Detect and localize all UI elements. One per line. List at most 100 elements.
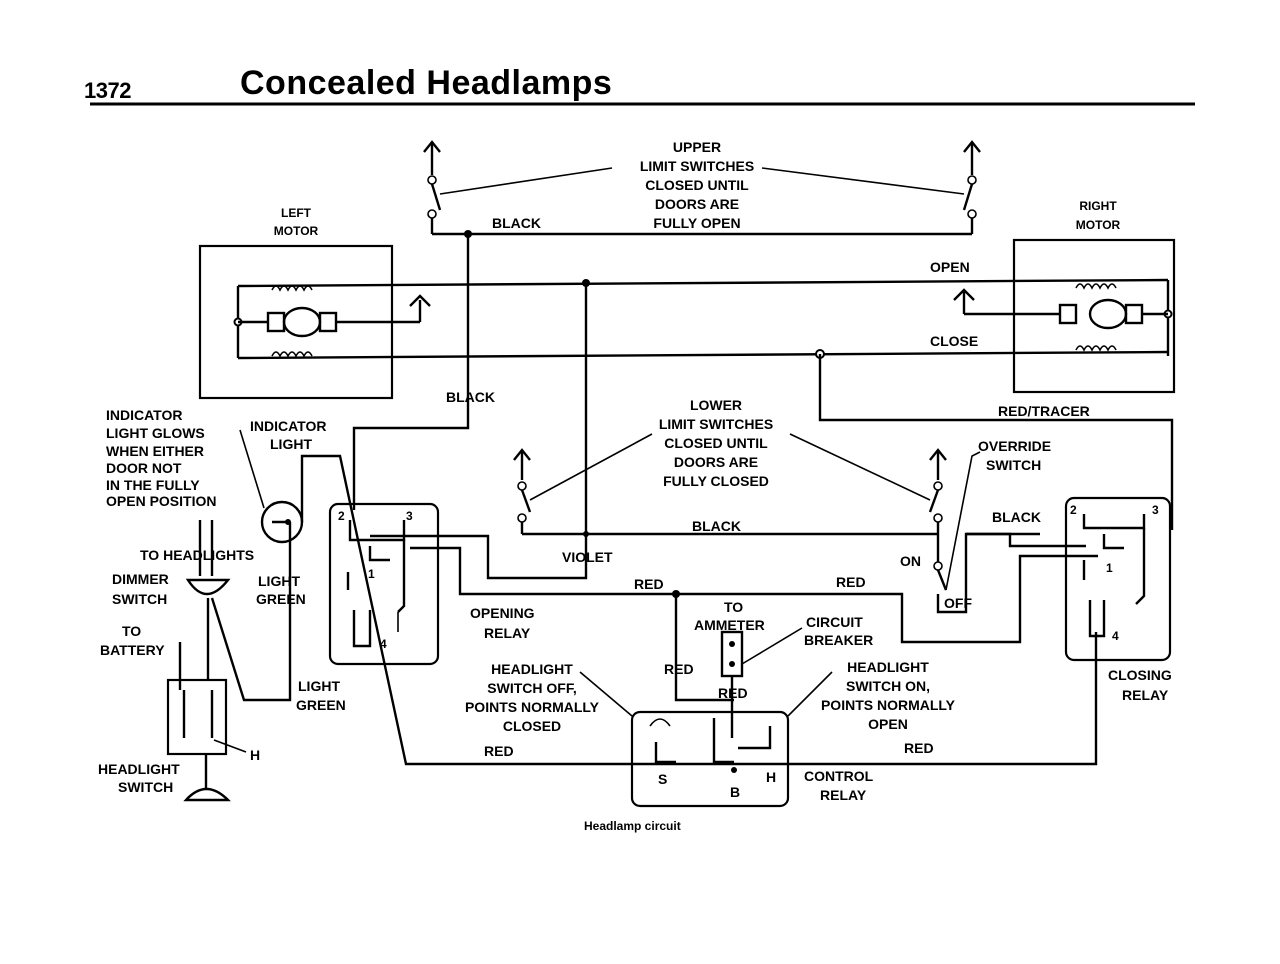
right-motor-box bbox=[1012, 238, 1176, 394]
on-label: ON bbox=[900, 553, 921, 569]
indicator-light-line-2: LIGHT bbox=[270, 436, 312, 452]
red-tracer-wire bbox=[818, 354, 1174, 530]
opening-relay-term-4: 4 bbox=[380, 637, 387, 651]
headlight-switch-line-1: HEADLIGHT bbox=[98, 761, 180, 777]
black-mid-label: BLACK bbox=[446, 389, 495, 405]
page-number: 1372 bbox=[84, 78, 131, 103]
black-top-label: BLACK bbox=[492, 215, 541, 231]
indicator-note-line-6: OPEN POSITION bbox=[106, 493, 216, 509]
indicator-light-line-1: INDICATOR bbox=[250, 418, 326, 434]
black-wire-vertical bbox=[352, 234, 470, 510]
page-title: Concealed Headlamps bbox=[240, 64, 613, 102]
circuit-breaker bbox=[720, 630, 744, 738]
to-battery-line-2: BATTERY bbox=[100, 642, 165, 658]
red-tracer-label: RED/TRACER bbox=[998, 403, 1090, 419]
lower-limit-label: LOWER LIMIT SWITCHES CLOSED UNTIL DOORS … bbox=[659, 397, 773, 489]
diagram-caption: Headlamp circuit bbox=[584, 819, 681, 833]
headlight-on-leader bbox=[787, 671, 833, 717]
indicator-light bbox=[260, 500, 304, 544]
close-wire bbox=[237, 350, 1169, 360]
lower-left-limit-switch bbox=[513, 448, 532, 534]
dimmer-switch-line-2: SWITCH bbox=[112, 591, 167, 607]
upper-limit-line-4: DOORS ARE bbox=[655, 196, 739, 212]
headlight-on-line-2: SWITCH ON, bbox=[846, 678, 930, 694]
light-green-bottom-line-2: GREEN bbox=[296, 697, 346, 713]
closing-relay-line-2: RELAY bbox=[1122, 687, 1169, 703]
headlight-off-line-1: HEADLIGHT bbox=[491, 661, 573, 677]
indicator-leader bbox=[239, 429, 265, 509]
breaker-leader bbox=[741, 627, 803, 665]
light-green-top-line-1: LIGHT bbox=[258, 573, 300, 589]
left-motor bbox=[233, 285, 431, 358]
upper-label-leader-left bbox=[439, 167, 613, 195]
red-label-5: RED bbox=[484, 743, 514, 759]
indicator-note-line-4: DOOR NOT bbox=[106, 460, 182, 476]
closing-relay-term-1: 1 bbox=[1106, 561, 1113, 575]
junction-lower bbox=[583, 531, 589, 537]
headlight-switch-box bbox=[166, 678, 228, 756]
left-motor-line-2: MOTOR bbox=[274, 224, 319, 238]
headlight-on-line-3: POINTS NORMALLY bbox=[821, 697, 956, 713]
upper-label-leader-right bbox=[761, 167, 965, 195]
black-right-wire bbox=[966, 532, 1086, 548]
red-label-2: RED bbox=[836, 574, 866, 590]
lower-right-limit-switch bbox=[928, 448, 947, 534]
violet-label: VIOLET bbox=[562, 549, 613, 565]
upper-right-limit-switch bbox=[962, 140, 981, 234]
red-wire-down bbox=[674, 594, 734, 702]
closing-relay-term-3: 3 bbox=[1152, 503, 1159, 517]
to-ammeter-line-1: TO bbox=[724, 599, 743, 615]
black-right-label: BLACK bbox=[992, 509, 1041, 525]
indicator-note-line-1: INDICATOR bbox=[106, 407, 182, 423]
red-label-4: RED bbox=[718, 685, 748, 701]
opening-relay-term-1: 1 bbox=[368, 567, 375, 581]
open-label: OPEN bbox=[930, 259, 970, 275]
term-b-label: B bbox=[730, 784, 740, 800]
opening-relay-line-1: OPENING bbox=[470, 605, 535, 621]
lower-label-leader-right bbox=[789, 433, 931, 501]
circuit-breaker-line-1: CIRCUIT bbox=[806, 614, 863, 630]
light-green-wire bbox=[210, 522, 292, 702]
upper-left-limit-switch bbox=[423, 140, 442, 234]
black-lower-label: BLACK bbox=[692, 518, 741, 534]
circuit-breaker-line-2: BREAKER bbox=[804, 632, 873, 648]
open-wire bbox=[237, 278, 1169, 288]
headlight-switch bbox=[178, 642, 231, 802]
headlight-switch-line-2: SWITCH bbox=[118, 779, 173, 795]
opening-relay-line-2: RELAY bbox=[484, 625, 531, 641]
headlight-off-line-2: SWITCH OFF, bbox=[487, 680, 576, 696]
control-relay-internals bbox=[649, 718, 772, 773]
indicator-note-line-3: WHEN EITHER bbox=[106, 443, 204, 459]
control-relay-box bbox=[630, 710, 790, 808]
control-relay-line-2: RELAY bbox=[820, 787, 867, 803]
red-wire-closing bbox=[676, 554, 1098, 644]
headlight-off-label: HEADLIGHT SWITCH OFF, POINTS NORMALLY CL… bbox=[465, 661, 600, 734]
closing-relay-internals bbox=[1082, 514, 1146, 638]
upper-limit-line-2: LIMIT SWITCHES bbox=[640, 158, 754, 174]
light-green-bottom-line-1: LIGHT bbox=[298, 678, 340, 694]
to-headlights-label: TO HEADLIGHTS bbox=[140, 547, 254, 563]
violet-wire bbox=[370, 283, 588, 580]
headlight-off-leader bbox=[579, 671, 633, 717]
closing-relay-term-2: 2 bbox=[1070, 503, 1077, 517]
lower-limit-line-4: DOORS ARE bbox=[674, 454, 758, 470]
upper-limit-line-5: FULLY OPEN bbox=[653, 215, 740, 231]
term-s-label: S bbox=[658, 771, 667, 787]
term-h-label: H bbox=[766, 769, 776, 785]
indicator-note-line-2: LIGHT GLOWS bbox=[106, 425, 205, 441]
control-relay-line-1: CONTROL bbox=[804, 768, 874, 784]
left-motor-line-1: LEFT bbox=[281, 206, 312, 220]
lower-limit-line-3: CLOSED UNTIL bbox=[664, 435, 768, 451]
to-ammeter-line-2: AMMETER bbox=[694, 617, 765, 633]
headlight-on-line-1: HEADLIGHT bbox=[847, 659, 929, 675]
headlight-on-label: HEADLIGHT SWITCH ON, POINTS NORMALLY OPE… bbox=[821, 659, 956, 732]
opening-relay-term-3: 3 bbox=[406, 509, 413, 523]
red-label-1: RED bbox=[634, 576, 664, 592]
lower-limit-line-1: LOWER bbox=[690, 397, 742, 413]
override-switch bbox=[933, 451, 1040, 614]
override-switch-line-1: OVERRIDE bbox=[978, 438, 1051, 454]
lower-limit-line-2: LIMIT SWITCHES bbox=[659, 416, 773, 432]
upper-limit-label: UPPER LIMIT SWITCHES CLOSED UNTIL DOORS … bbox=[640, 139, 754, 231]
h-leader bbox=[213, 739, 247, 753]
